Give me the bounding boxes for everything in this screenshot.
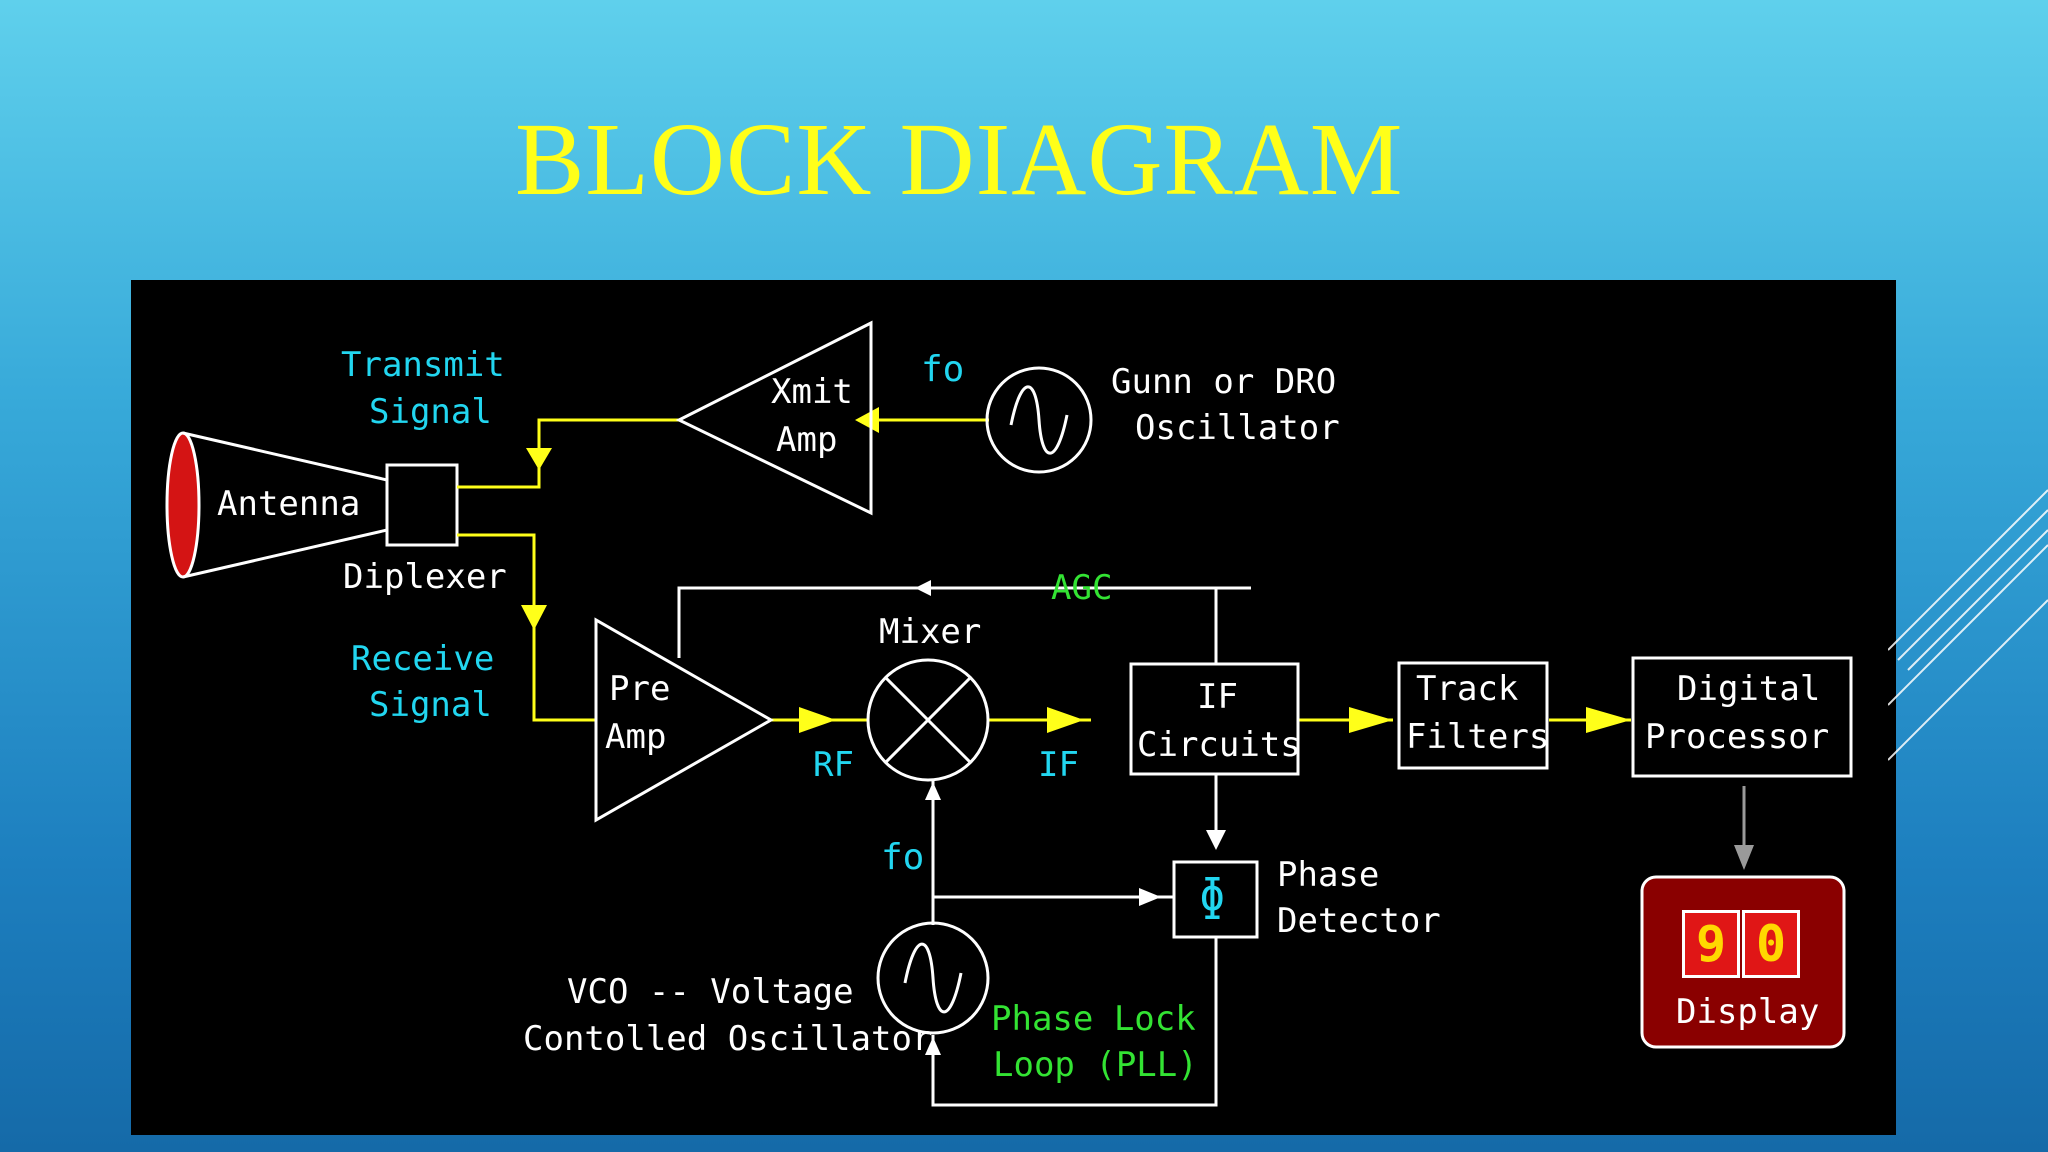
display-digit-1: 9 (1682, 910, 1740, 978)
decorative-lines (1888, 489, 2048, 761)
digital-processor-block (1631, 656, 1853, 778)
if-label: IF (1038, 745, 1079, 785)
xmit-amp-block (675, 320, 873, 516)
pre-amp-label-1: Pre (609, 669, 671, 709)
arrow-rf (799, 707, 836, 733)
diplexer-label: Diplexer (343, 557, 507, 597)
digital-processor-label-1: Digital (1677, 669, 1821, 709)
arrow-phase-down (1206, 830, 1226, 850)
arrow-if (1047, 707, 1084, 733)
antenna-icon (165, 431, 388, 579)
diplexer-block (385, 463, 459, 547)
receive-signal-label-1: Receive (351, 639, 495, 679)
block-diagram: Transmit Signal Antenna Diplexer Receive… (131, 280, 1896, 1135)
xmit-amp-label-2: Amp (776, 420, 838, 460)
arrow-agc-left (915, 580, 931, 596)
slide-title: BLOCK DIAGRAM (515, 102, 1404, 217)
track-filters-label-1: Track (1416, 669, 1519, 709)
digital-processor-label-2: Processor (1645, 717, 1830, 757)
pll-lines (931, 780, 1218, 1107)
mixer-label: Mixer (879, 612, 982, 652)
vco-label-2: Contolled Oscillator (523, 1019, 933, 1059)
antenna-label: Antenna (217, 484, 361, 524)
if-circuits-label-1: IF (1197, 677, 1238, 717)
phase-detector-label-1: Phase (1277, 855, 1380, 895)
arrow-track-filters (1349, 707, 1393, 733)
display-digit-2: 0 (1742, 910, 1800, 978)
transmit-signal-label-2: Signal (369, 392, 492, 432)
arrow-display-down (1734, 845, 1754, 870)
arrow-vco-up (925, 1037, 941, 1055)
phase-detector-label-2: Detector (1277, 901, 1441, 941)
agc-loop (677, 586, 1216, 658)
arrow-phase-right (1139, 888, 1161, 906)
agc-label: AGC (1051, 568, 1113, 608)
arrow-receive-down (521, 605, 547, 630)
xmit-amp-label-1: Xmit (771, 372, 853, 412)
track-filters-block (1397, 661, 1549, 770)
if-circuits-label-2: Circuits (1137, 725, 1301, 765)
gunn-oscillator-label-1: Gunn or DRO (1111, 362, 1337, 402)
rf-label: RF (813, 745, 854, 785)
gunn-oscillator-icon (985, 366, 1093, 474)
mixer-icon (866, 658, 990, 782)
display-label: Display (1676, 992, 1820, 1032)
pll-label-1: Phase Lock (991, 999, 1196, 1039)
track-filters-label-2: Filters (1406, 717, 1550, 757)
arrow-digital-processor (1586, 707, 1631, 733)
pre-amp-label-2: Amp (605, 717, 667, 757)
pll-label-2: Loop (PLL) (993, 1045, 1198, 1085)
vco-icon (876, 921, 990, 1035)
arrow-fo-left (855, 407, 879, 433)
arrow-fo-up (925, 782, 941, 800)
fo-bottom-label: fo (881, 837, 925, 878)
arrow-transmit-down (526, 448, 552, 470)
pre-amp-block (594, 617, 775, 823)
receive-signal-label-2: Signal (369, 685, 492, 725)
fo-top-label: fo (921, 349, 965, 390)
phase-symbol: ɸ (1199, 870, 1226, 921)
transmit-signal-label-1: Transmit (341, 345, 505, 385)
gunn-oscillator-label-2: Oscillator (1135, 408, 1340, 448)
vco-label-1: VCO -- Voltage (567, 972, 854, 1012)
